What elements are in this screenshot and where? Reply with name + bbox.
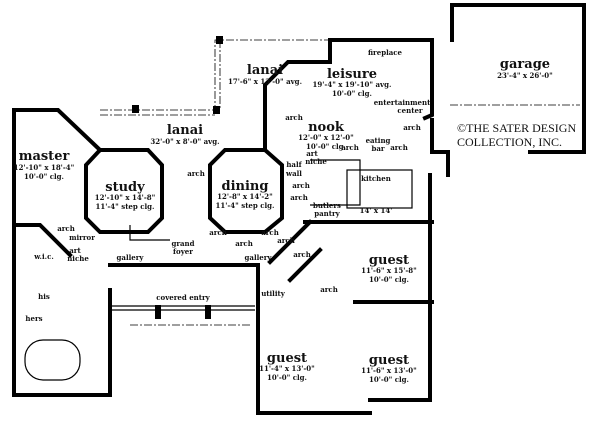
note-his: his (38, 292, 50, 301)
note-grand: grand (171, 239, 194, 248)
note-pantry: pantry (314, 209, 340, 218)
note-arch: arch (320, 285, 338, 294)
note-center: center (397, 106, 422, 115)
kitchen-island (346, 169, 413, 209)
copyright-line-2: COLLECTION, INC. (457, 135, 562, 149)
note-entertainment: entertainment (374, 98, 431, 107)
note-arch: arch (290, 193, 308, 202)
room-guest-3-ceiling: 10'-0" clg. (267, 373, 307, 382)
room-leisure-name: leisure (327, 67, 377, 82)
room-nook-name: nook (308, 120, 345, 135)
room-guest-2-ceiling: 10'-0" clg. (369, 375, 409, 384)
room-guest-1-name: guest (369, 253, 409, 268)
room-guest-2-name: guest (369, 353, 409, 368)
note-hers: hers (25, 314, 42, 323)
room-leisure-dims: 19'-4" x 19'-10" avg. (313, 80, 392, 89)
room-guest-2-dims: 11'-6" x 13'-0" (361, 366, 417, 375)
room-nook-dims: 12'-0" x 12'-0" (298, 133, 354, 142)
room-guest-3-dims: 11'-4" x 13'-0" (259, 364, 315, 373)
note-mirror: mirror (69, 233, 95, 242)
lanai-outlines (100, 36, 580, 326)
note-arch: arch (277, 236, 295, 245)
room-master-dims: 12'-10" x 18'-4" (14, 163, 75, 172)
note-half: half (286, 160, 302, 169)
note-arch: arch (261, 228, 279, 237)
room-lanai-rear-dims: 17'-6" x 13'-0" avg. (228, 77, 302, 86)
note-niche-2: niche (67, 254, 89, 263)
note-arch: arch (209, 228, 227, 237)
study-walls (84, 148, 164, 234)
note-gallery-right: gallery (245, 253, 273, 262)
room-garage-name: garage (500, 57, 550, 72)
note-foyer: foyer (173, 247, 193, 256)
note-utility: utility (261, 289, 286, 298)
room-lanai-rear-name: lanai (247, 63, 283, 78)
note-arch: arch (390, 143, 408, 152)
note-niche: niche (305, 157, 327, 166)
room-study-name: study (105, 180, 145, 195)
room-lanai-name: lanai (167, 123, 203, 138)
note-eating: eating (366, 136, 391, 145)
note-arch: arch (285, 113, 303, 122)
note-art-2: art (69, 246, 81, 255)
room-nook-ceiling: 10'-0" clg. (306, 142, 346, 151)
room-lanai-dims: 32'-0" x 8'-0" avg. (150, 137, 219, 146)
note-arch: arch (292, 181, 310, 190)
copyright-line-1: ©THE SATER DESIGN (457, 121, 576, 135)
room-guest-3-name: guest (267, 351, 307, 366)
dining-walls (208, 148, 284, 234)
note-fireplace: fireplace (368, 48, 403, 57)
room-study-ceiling: 11'-4" step clg. (96, 202, 155, 211)
room-master-name: master (19, 149, 70, 164)
room-guest-1-dims: 11'-6" x 15'-8" (361, 266, 417, 275)
room-master-ceiling: 10'-0" clg. (24, 172, 64, 181)
walls (12, 3, 586, 415)
note-covered-entry: covered entry (156, 293, 210, 302)
note-arch: arch (403, 123, 421, 132)
room-garage-dims: 23'-4" x 26'-0" (497, 71, 553, 80)
room-dining-name: dining (222, 179, 269, 194)
note-arch: arch (187, 169, 205, 178)
note-butlers: butlers (313, 201, 341, 210)
note-wall: wall (285, 169, 302, 178)
room-dining-ceiling: 11'-4" step clg. (216, 201, 275, 210)
room-kitchen-dims: 14' x 14' (360, 206, 393, 215)
note-wic: w.i.c. (33, 252, 54, 261)
room-dining-dims: 12'-8" x 14'-2" (217, 192, 273, 201)
room-leisure-ceiling: 10'-0" clg. (332, 89, 372, 98)
room-study-dims: 12'-10" x 14'-8" (95, 193, 156, 202)
note-art: art (306, 149, 318, 158)
note-arch: arch (235, 239, 253, 248)
note-arch: arch (57, 224, 75, 233)
tub (24, 339, 81, 381)
note-gallery-left: gallery (117, 253, 145, 262)
note-arch: arch (293, 250, 311, 259)
note-bar: bar (371, 144, 384, 153)
room-kitchen-name: kitchen (361, 174, 391, 183)
room-guest-1-ceiling: 10'-0" clg. (369, 275, 409, 284)
note-arch: arch (341, 143, 359, 152)
